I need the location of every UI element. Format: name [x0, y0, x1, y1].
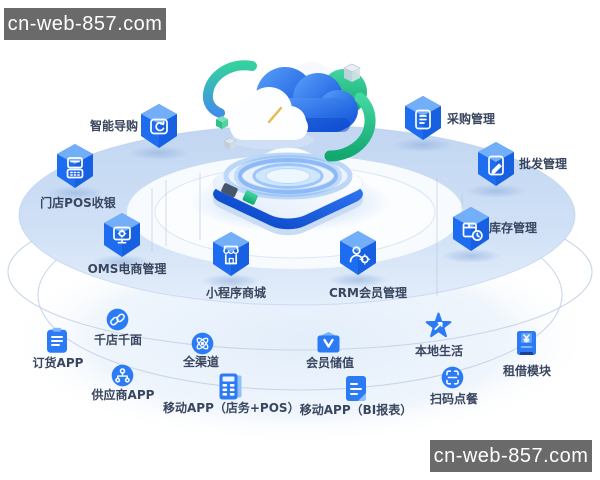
omnichannel-icon [191, 332, 214, 355]
feature-label: 批发管理 [519, 157, 568, 171]
pedestal [329, 273, 387, 287]
purchase-icon [403, 95, 443, 143]
mobile-pos-app-icon [219, 373, 242, 400]
local-life-icon [425, 312, 452, 339]
feature-label: 智能导购 [89, 119, 138, 133]
app-label: 移动APP（店务+POS） [163, 401, 300, 415]
pedestal [442, 249, 500, 263]
order-app-icon [46, 327, 68, 354]
feature-label: 小程序商城 [205, 286, 266, 300]
floating-cubes [216, 63, 361, 150]
pedestal [467, 184, 525, 198]
scan-order-icon [441, 366, 464, 389]
pedestal [394, 138, 452, 152]
pedestal [130, 146, 188, 160]
store-pos-icon [55, 143, 95, 191]
ribbon-left [202, 60, 257, 118]
platform-rings [223, 152, 353, 200]
crm-member-icon [338, 230, 378, 278]
member-value-icon [316, 331, 341, 354]
pedestal [46, 186, 104, 200]
app-label: 租借模块 [502, 364, 551, 378]
green-cube [216, 116, 228, 129]
rental-module-icon [515, 330, 538, 357]
pedestal [202, 274, 260, 288]
small-gray-cube [223, 137, 237, 150]
app-label: 订货APP [32, 356, 84, 370]
feature-label: 采购管理 [447, 112, 496, 126]
mini-mall-icon [211, 231, 251, 279]
wholesale-icon [476, 141, 516, 189]
mobile-bi-app-icon [344, 375, 368, 402]
app-label: 扫码点餐 [429, 392, 478, 406]
logo-badge [249, 101, 291, 132]
platform-buttons [221, 183, 258, 205]
inventory-icon [451, 206, 491, 254]
watermark-top-left: cn-web-857.com [4, 8, 166, 40]
watermark-bottom-right: cn-web-857.com [430, 440, 592, 472]
gray-cube [343, 63, 361, 82]
app-label: 会员储值 [305, 356, 354, 370]
feature-label: 门店POS收银 [40, 196, 116, 210]
app-label: 供应商APP [91, 388, 155, 402]
pedestal [93, 255, 151, 269]
platform [212, 147, 364, 236]
thousand-stores-icon [106, 308, 129, 331]
supplier-app-icon [111, 364, 134, 387]
feature-label: OMS电商管理 [87, 262, 167, 276]
app-label: 移动APP（BI报表） [299, 403, 413, 417]
app-label: 全渠道 [182, 355, 219, 369]
feature-label: 库存管理 [489, 221, 538, 235]
oms-icon [102, 212, 142, 260]
app-label: 千店千面 [93, 333, 142, 347]
cloud-pos-illustration [190, 60, 390, 236]
smart-guide-icon [139, 103, 179, 151]
ribbon-right [324, 92, 376, 162]
app-label: 本地生活 [414, 344, 463, 358]
feature-label: CRM会员管理 [329, 286, 407, 300]
cloud [202, 60, 376, 162]
